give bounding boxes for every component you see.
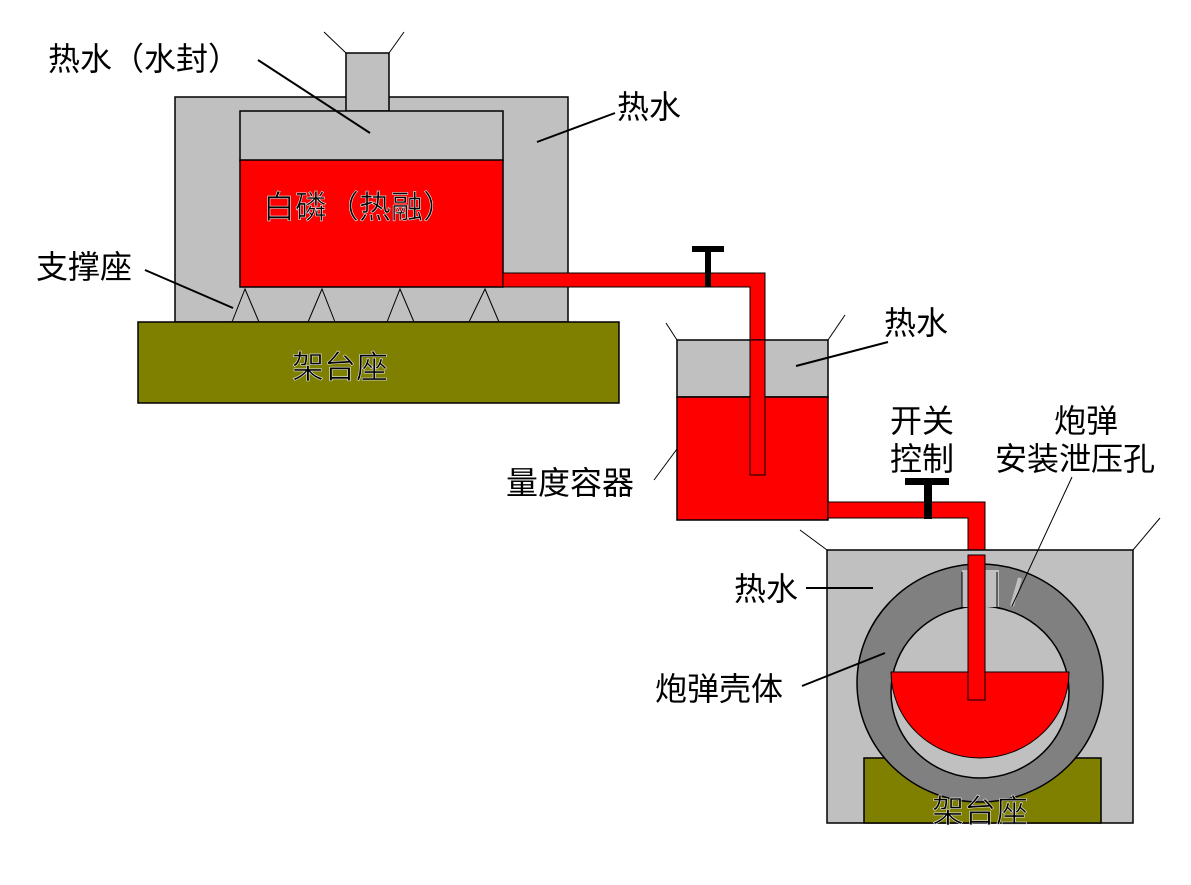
label-switch-control-1: 开关 [890,402,954,440]
label-shell-hole-2: 安装泄压孔 [995,440,1155,478]
funnel-line-right [388,31,405,54]
water-seal-layer [239,110,504,162]
label-stand-top: 架台座 [292,348,388,386]
white-phosphorus-melt [239,159,504,288]
leader-pressure-hole [1011,476,1073,607]
funnel-line-right [1132,517,1161,551]
leader-shell-body [801,652,886,687]
leader-support-seat [144,269,234,309]
label-hot-water-measure: 热水 [884,304,948,342]
leader-measuring-container [653,448,678,481]
support-seat [386,287,415,323]
fill-pipe [967,554,986,701]
label-hot-water-bottom: 热水 [734,570,798,608]
funnel-line-left [799,529,828,551]
valve-stem[interactable] [924,482,932,519]
funnel-line-right [827,314,846,341]
stand-top [137,321,620,404]
support-seats [231,287,500,323]
label-support-seat: 支撑座 [36,248,132,286]
label-hot-water-top: 热水 [617,88,681,126]
funnel-line-left [665,322,678,341]
valve-handle[interactable] [692,246,724,252]
measuring-container [665,314,846,521]
label-shell-body: 炮弹壳体 [655,670,783,708]
support-seat [231,287,260,323]
valve-stem[interactable] [705,250,711,287]
label-water-seal: 热水（水封） [48,40,240,78]
label-white-phosphorus: 白磷（热融） [263,188,455,226]
leader-hot-water-measure [795,341,889,367]
leader-hot-water-top [536,112,616,143]
support-seat [307,287,336,323]
support-seat [468,287,500,323]
label-measuring-container: 量度容器 [506,464,634,502]
pressure-relief-hole [1010,577,1022,607]
inlet-pipe [749,339,766,476]
shell-bath [799,517,1161,824]
valve-handle[interactable] [905,478,949,485]
funnel-line-left [323,31,347,54]
leader-lines [144,59,1073,687]
chimney [345,52,390,112]
label-switch-control-2: 控制 [890,440,954,478]
melting-tank [137,31,620,404]
label-stand-bottom: 架台座 [932,792,1028,830]
shell-phosphorus [890,671,1070,759]
label-shell-hole-1: 炮弹 [1054,402,1118,440]
leader-water-seal [257,59,371,134]
